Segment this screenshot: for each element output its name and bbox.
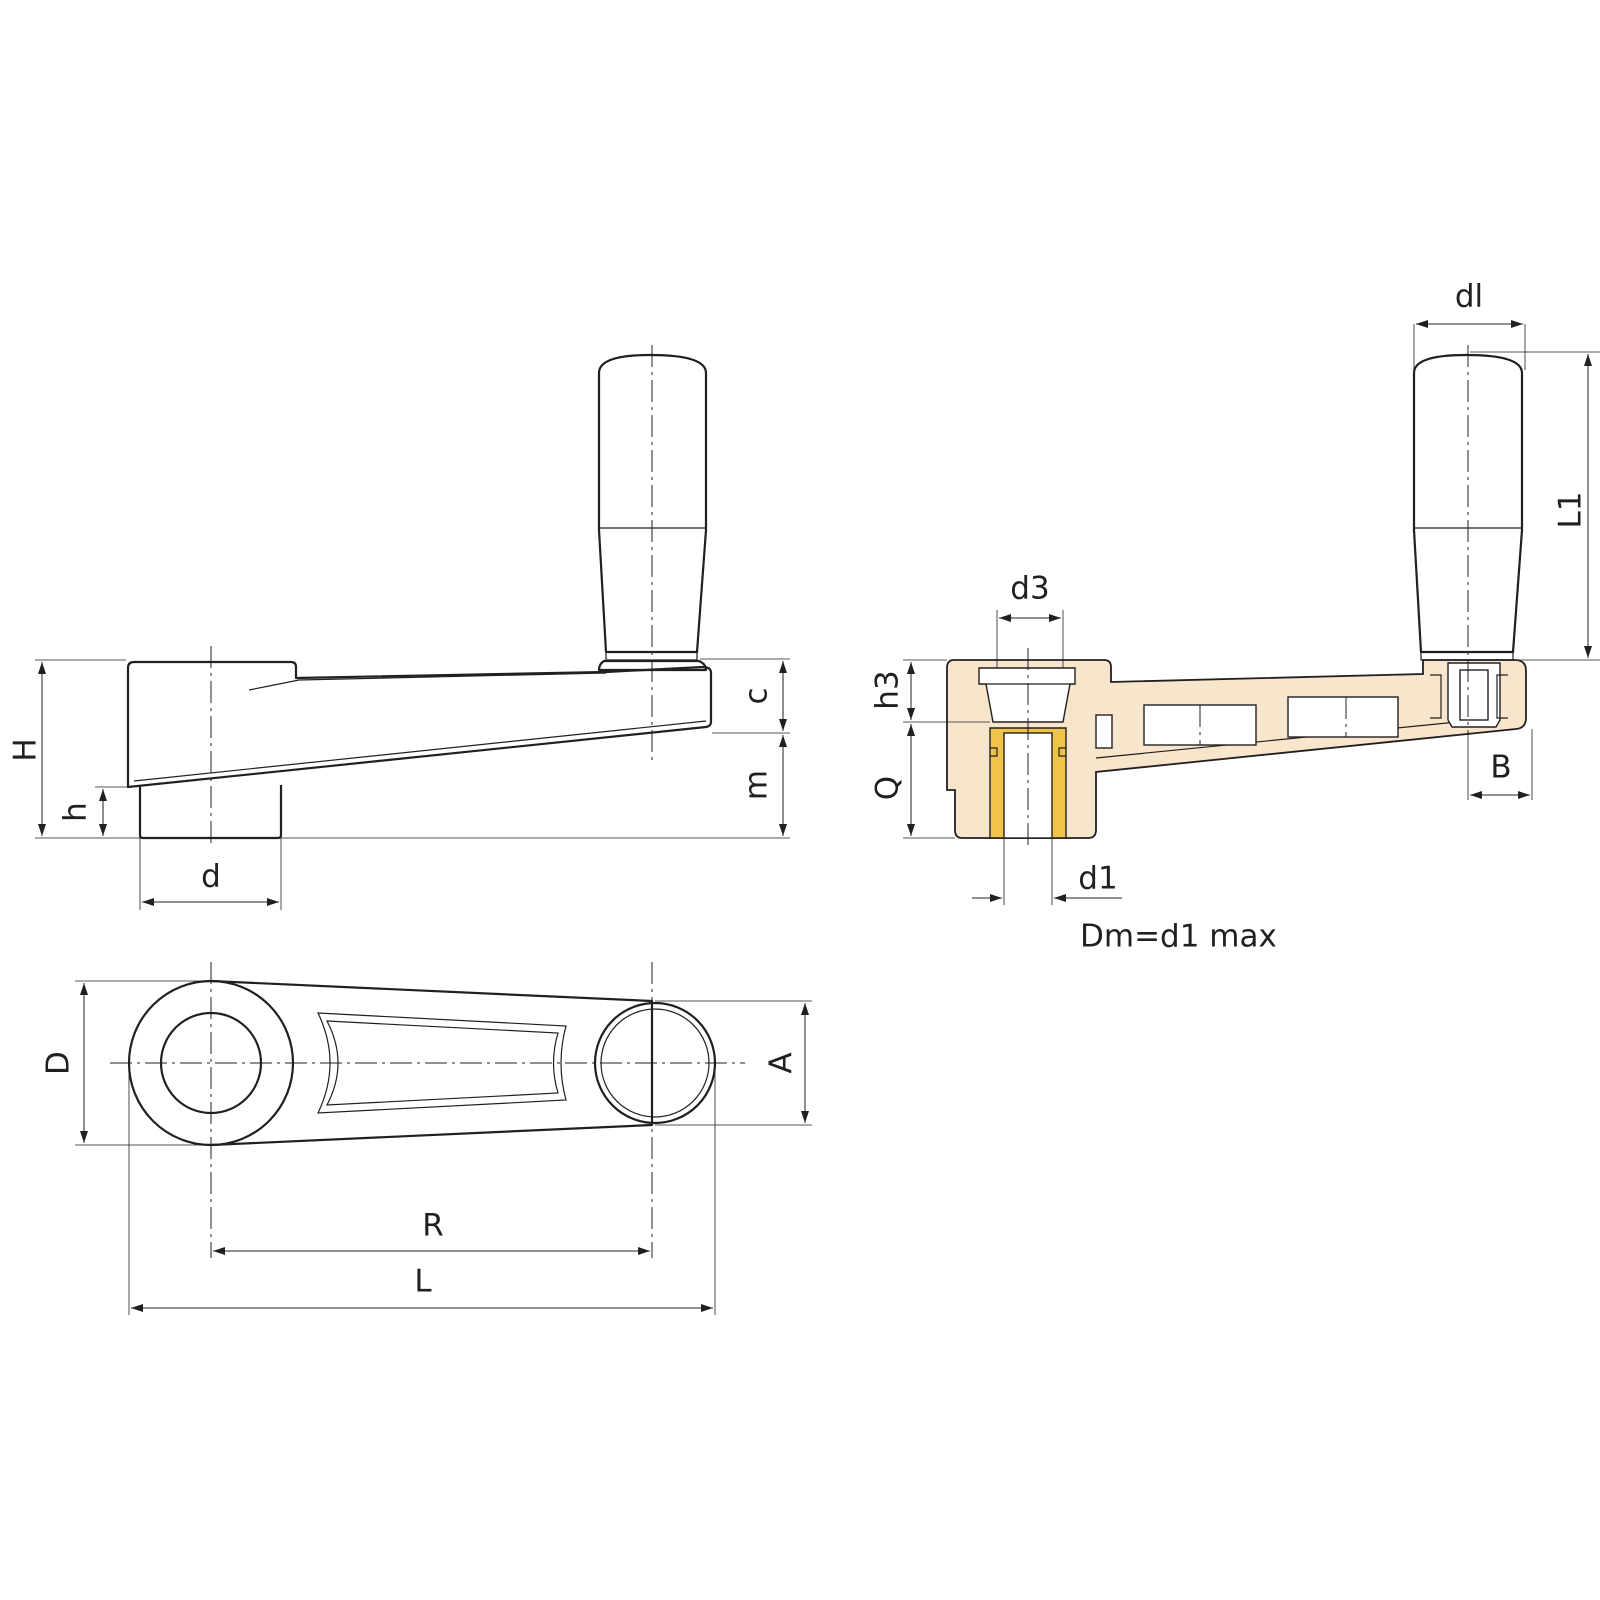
label-h3: h3 [870,670,906,709]
label-d: d [201,859,221,895]
note-dm: Dm=d1 max [1080,919,1277,955]
label-d3: d3 [1010,571,1049,607]
section-window-1 [1095,714,1113,749]
top-view-bore [159,1011,263,1115]
section-bore-cap [978,667,1076,723]
side-view-arm [126,660,713,789]
section-view-dimensions: dl L1 d3 h3 Q B d1 Dm=d1 max [870,279,1600,955]
label-B: B [1490,750,1511,786]
side-view-arm-lower-edge [133,720,707,782]
side-view [126,345,713,848]
label-D: D [41,1051,77,1075]
side-view-grip-base [597,659,708,672]
label-d1: d1 [1078,861,1117,897]
label-H: H [8,738,44,761]
side-view-grip [597,353,708,654]
label-Q: Q [870,776,906,800]
side-view-arm-bevel [248,672,607,691]
section-bore [1003,732,1053,839]
label-dl: dl [1455,279,1483,315]
label-L: L [414,1264,432,1300]
top-view-dimensions: D A R L [41,980,812,1315]
top-view-pocket [317,1012,567,1114]
section-window-3 [1287,696,1399,738]
section-grip-screw [1459,669,1489,721]
label-c: c [739,687,775,704]
label-A: A [764,1052,800,1073]
label-L1: L1 [1553,492,1589,529]
section-view-grip [1412,353,1524,654]
section-view [946,345,1527,848]
label-m: m [739,770,775,800]
side-view-dimensions: H h d c m [8,658,790,910]
label-R: R [422,1208,444,1244]
label-h: h [58,802,94,822]
top-view-pocket-inner [325,1020,559,1106]
